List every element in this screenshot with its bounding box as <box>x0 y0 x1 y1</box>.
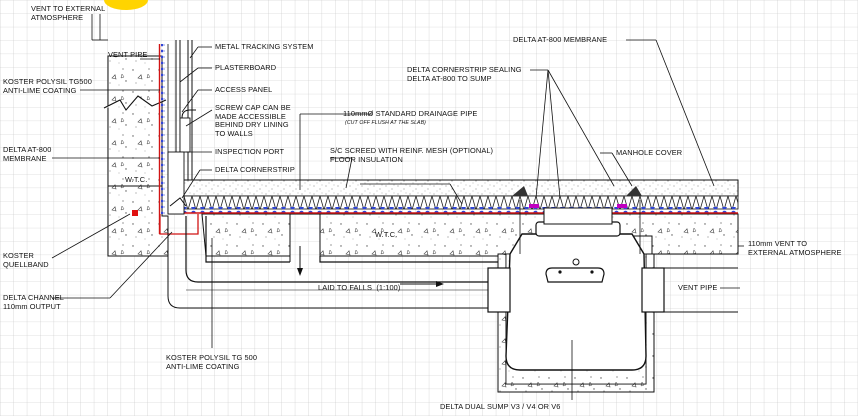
label-drainage-pipe: 110mmØ STANDARD DRAINAGE PIPE <box>343 109 478 118</box>
label-cornerstrip-sealing: DELTA CORNERSTRIP SEALING DELTA AT-800 T… <box>407 65 522 83</box>
koster-quellband-marker <box>132 210 138 216</box>
label-vent-external-top: VENT TO EXTERNAL ATMOSPHERE <box>31 4 106 22</box>
label-koster-quellband: KOSTER QUELLBAND <box>3 251 49 269</box>
cornerstrip-seal-left <box>529 204 539 208</box>
delta-dual-sump <box>505 233 647 371</box>
delta-membrane-floor <box>170 207 738 213</box>
delta-membrane-wall <box>161 44 165 214</box>
label-drainage-pipe-note: (CUT OFF FLUSH AT THE SLAB) <box>345 120 426 126</box>
structural-slab <box>201 213 739 257</box>
label-screed: S/C SCREED WITH REINF. MESH (OPTIONAL) F… <box>330 146 494 164</box>
label-delta-dual-sump: DELTA DUAL SUMP V3 / V4 OR V6 <box>440 402 561 411</box>
inspection-port <box>167 151 185 215</box>
label-delta-cornerstrip: DELTA CORNERSTRIP <box>215 165 295 174</box>
sump-inlet-left <box>487 267 511 313</box>
drain-pipe-lower <box>167 295 498 309</box>
label-koster-polysil-top: KOSTER POLYSIL TG500 ANTI-LIME COATING <box>3 77 92 95</box>
sump-outlet-right <box>641 267 665 313</box>
label-plasterboard: PLASTERBOARD <box>215 63 277 72</box>
label-vent-pipe-top: VENT PIPE <box>108 50 148 59</box>
screw-cap <box>179 117 191 153</box>
cornerstrip-seal-right <box>617 204 627 208</box>
break-line <box>103 95 167 111</box>
label-delta-at800-left: DELTA AT-800 MEMBRANE <box>3 145 52 163</box>
label-vent-110-right: 110mm VENT TO EXTERNAL ATMOSPHERE <box>748 239 842 257</box>
sump-handle <box>545 267 605 283</box>
label-vent-pipe-right: VENT PIPE <box>678 283 718 292</box>
label-inspection-port: INSPECTION PORT <box>215 147 285 156</box>
label-wtc-slab: W.T.C. <box>375 230 398 239</box>
label-screw-cap: SCREW CAP CAN BE MADE ACCESSIBLE BEHIND … <box>215 103 291 138</box>
label-laid-to-falls: LAID TO FALLS (1:100) <box>318 283 401 292</box>
label-access-panel: ACCESS PANEL <box>215 85 273 94</box>
label-manhole-cover: MANHOLE COVER <box>616 148 683 157</box>
label-delta-channel: DELTA CHANNEL 110mm OUTPUT <box>3 293 64 311</box>
leader-lines <box>51 39 744 400</box>
delta-channel <box>159 214 199 235</box>
label-delta-at800-right: DELTA AT-800 MEMBRANE <box>513 35 608 44</box>
sun-marker-icon <box>104 0 148 10</box>
label-wtc-wall: W.T.C. <box>125 175 148 184</box>
existing-wall <box>107 55 163 187</box>
label-metal-tracking: METAL TRACKING SYSTEM <box>215 42 314 51</box>
label-koster-polysil-bottom: KOSTER POLYSIL TG 500 ANTI-LIME COATING <box>166 353 258 371</box>
